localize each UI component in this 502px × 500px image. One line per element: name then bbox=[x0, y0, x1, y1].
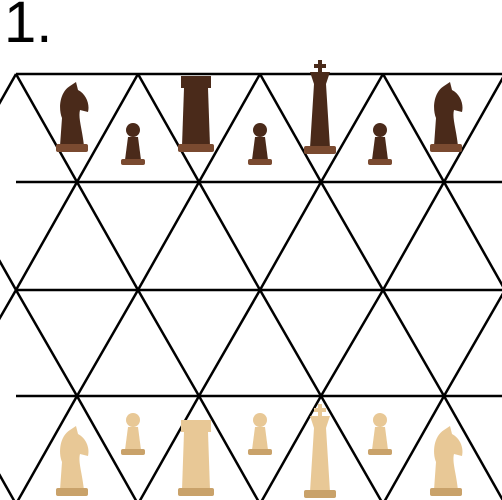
grid-diagonal-line bbox=[383, 182, 444, 290]
dark-pawn-icon[interactable] bbox=[368, 123, 392, 165]
grid-diagonal-line bbox=[138, 290, 199, 396]
piece-layer bbox=[56, 60, 463, 498]
light-rook-icon[interactable] bbox=[178, 420, 214, 496]
grid-diagonal-line bbox=[199, 182, 260, 290]
grid-diagonal-line bbox=[199, 290, 260, 396]
grid-diagonal-line bbox=[383, 290, 444, 396]
light-knight-icon[interactable] bbox=[430, 426, 463, 496]
light-pawn-icon[interactable] bbox=[121, 413, 145, 455]
grid-diagonal-line bbox=[77, 182, 138, 290]
light-knight-icon[interactable] bbox=[56, 426, 89, 496]
grid-diagonal-line bbox=[16, 182, 77, 290]
grid-diagonal-line bbox=[0, 290, 16, 396]
grid-diagonal-line bbox=[321, 290, 383, 396]
grid-diagonal-line bbox=[260, 290, 321, 396]
dark-pawn-icon[interactable] bbox=[121, 123, 145, 165]
grid-diagonal-line bbox=[16, 290, 77, 396]
grid-diagonal-line bbox=[0, 182, 16, 290]
grid-diagonal-line bbox=[0, 74, 16, 182]
grid-diagonal-line bbox=[444, 290, 502, 396]
grid-diagonal-line bbox=[321, 182, 383, 290]
grid-diagonal-line bbox=[383, 74, 444, 182]
grid-diagonal-line bbox=[138, 182, 199, 290]
grid-diagonal-line bbox=[260, 182, 321, 290]
dark-rook-icon[interactable] bbox=[178, 76, 214, 152]
light-pawn-icon[interactable] bbox=[248, 413, 272, 455]
dark-knight-icon[interactable] bbox=[430, 82, 463, 152]
dark-knight-icon[interactable] bbox=[56, 82, 89, 152]
dark-pawn-icon[interactable] bbox=[248, 123, 272, 165]
light-pawn-icon[interactable] bbox=[368, 413, 392, 455]
grid-diagonal-line bbox=[77, 290, 138, 396]
grid-diagonal-line bbox=[0, 396, 16, 500]
grid-diagonal-line bbox=[444, 182, 502, 290]
